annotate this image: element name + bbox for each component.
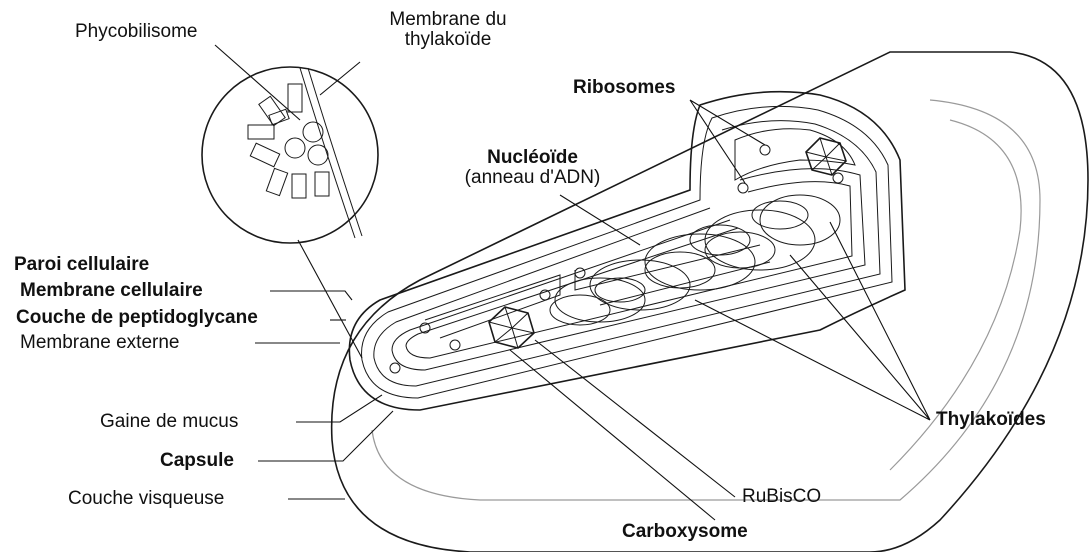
leader-gaine-mucus	[296, 395, 382, 422]
leader-carboxysome	[510, 350, 715, 520]
leader-thylakoides	[695, 222, 930, 420]
inset-connector	[298, 240, 362, 358]
leader-membrane-thylakoide	[320, 62, 360, 95]
leader-membrane-cellulaire	[270, 291, 352, 300]
cell-membrane-outline	[362, 106, 892, 398]
label-phycobilisome: Phycobilisome	[75, 22, 198, 42]
label-anneau-adn: (anneau d'ADN)	[445, 168, 620, 188]
thylakoid-membrane	[425, 275, 560, 338]
leader-rubisco	[535, 340, 735, 497]
label-membrane-cellulaire: Membrane cellulaire	[20, 281, 203, 301]
label-membrane-thylakoide-line2: thylakoïde	[368, 30, 528, 50]
thylakoid-membrane	[735, 129, 855, 180]
label-nucleoide: Nucléoïde (anneau d'ADN)	[445, 148, 620, 188]
carboxysome-facets	[489, 307, 534, 348]
label-gaine-mucus: Gaine de mucus	[100, 412, 238, 432]
label-carboxysome: Carboxysome	[622, 522, 748, 542]
label-membrane-thylakoide-line1: Membrane du	[368, 10, 528, 30]
inset-thylakoid-membrane	[308, 68, 362, 236]
ribosome	[760, 145, 770, 155]
thylakoid-membrane	[406, 182, 852, 358]
label-ribosomes: Ribosomes	[573, 78, 675, 98]
label-rubisco: RuBisCO	[742, 487, 821, 507]
label-membrane-thylakoide: Membrane du thylakoïde	[368, 10, 528, 50]
thylakoid-membrane	[392, 169, 865, 370]
label-nucleoide-title: Nucléoïde	[445, 148, 620, 168]
label-membrane-externe: Membrane externe	[20, 333, 179, 353]
phycobilisome-shape	[248, 84, 329, 198]
label-capsule: Capsule	[160, 451, 234, 471]
leader-nucleoide	[560, 195, 640, 245]
label-thylakoides: Thylakoïdes	[936, 410, 1046, 430]
thylakoid-membrane	[575, 245, 770, 305]
leader-phycobilisome	[215, 45, 300, 120]
cell-wall-outline	[349, 92, 905, 410]
label-couche-visqueuse: Couche visqueuse	[68, 489, 224, 509]
label-paroi-cellulaire: Paroi cellulaire	[14, 255, 149, 275]
ribosome	[738, 183, 748, 193]
ribosome	[450, 340, 460, 350]
label-couche-peptidoglycane: Couche de peptidoglycane	[16, 308, 258, 328]
inset-circle	[202, 67, 378, 243]
ribosome	[390, 363, 400, 373]
ribosome	[833, 173, 843, 183]
